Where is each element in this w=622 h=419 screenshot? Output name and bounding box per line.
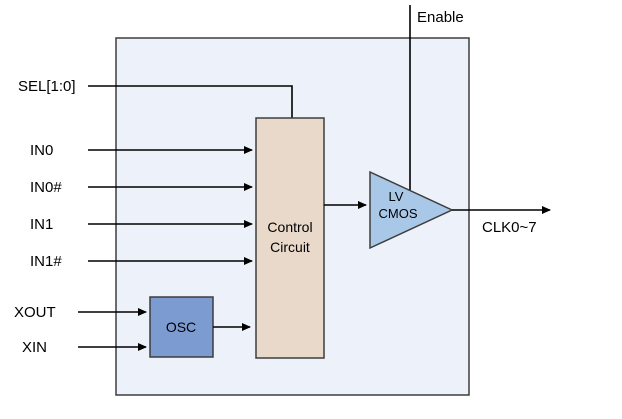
- control-circuit-block: [255, 117, 325, 359]
- control-circuit-label-line2: Circuit: [270, 239, 310, 255]
- clk-label: CLK0~7: [482, 219, 537, 236]
- in1n-label: IN1#: [30, 253, 62, 270]
- sel-label: SEL[1:0]: [18, 78, 76, 95]
- in0-label: IN0: [30, 142, 53, 159]
- osc-block: [149, 296, 214, 358]
- in0n-label: IN0#: [30, 179, 62, 196]
- xin-label: XIN: [22, 339, 47, 356]
- control-circuit-label-line1: Control: [267, 219, 312, 235]
- xout-label: XOUT: [14, 304, 56, 321]
- osc-label: OSC: [166, 319, 196, 335]
- lvcmos-buffer-block: [369, 170, 454, 250]
- sel-wire: [88, 85, 293, 118]
- lvcmos-buffer-label-line1: LV: [389, 189, 404, 204]
- lvcmos-buffer-label-line2: CMOS: [379, 206, 418, 221]
- in1-label: IN1: [30, 216, 53, 233]
- enable-label: Enable: [417, 9, 464, 26]
